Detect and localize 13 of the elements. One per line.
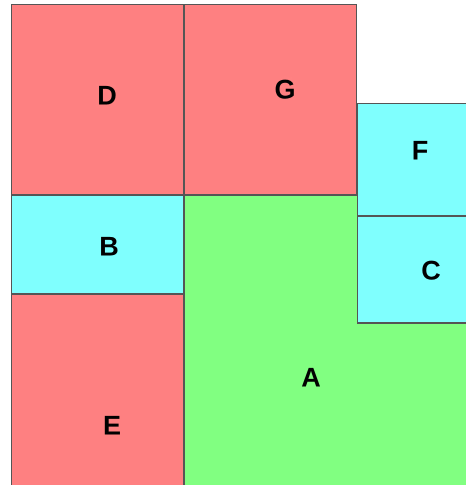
rectangular-block <box>184 4 357 195</box>
block-letter: D <box>97 82 117 110</box>
block-letter: B <box>99 234 119 260</box>
rectangular-block <box>11 195 184 294</box>
block-letter: C <box>421 258 441 284</box>
rectangular-block <box>11 294 184 485</box>
block-letter: E <box>103 412 121 440</box>
block-letter: G <box>274 76 296 104</box>
block-letter: F <box>412 138 428 164</box>
rectangular-block <box>357 216 466 323</box>
rectangular-block <box>11 4 184 195</box>
rectangular-block <box>357 103 466 216</box>
block-letter: A <box>301 364 321 392</box>
